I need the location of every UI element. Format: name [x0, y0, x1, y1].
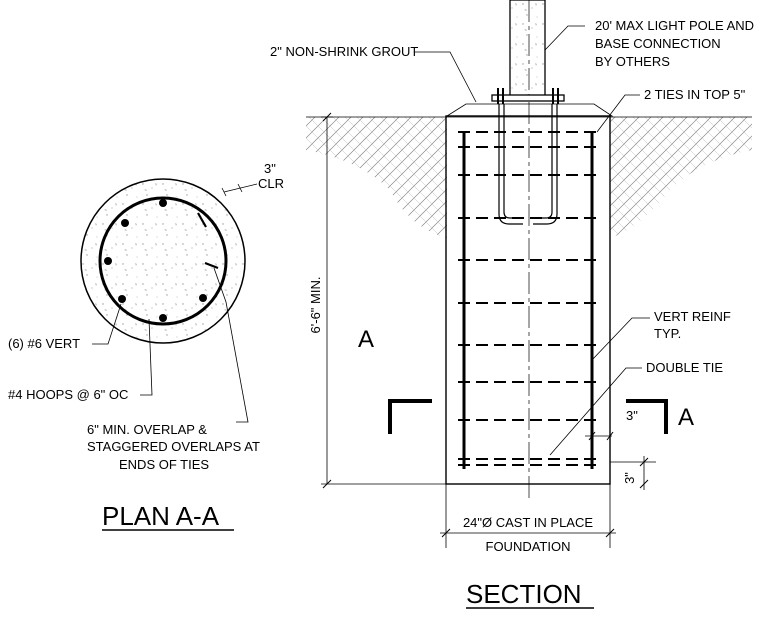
grout-mound: [445, 103, 614, 117]
bottom-cover-tick: [639, 479, 649, 489]
width-label-line2: FOUNDATION: [486, 539, 571, 554]
foundation-outline: [445, 115, 611, 485]
section-cut-label-center: A: [358, 326, 374, 353]
light-pole: [509, 0, 546, 97]
pole-label-line2: BASE CONNECTION: [595, 36, 721, 51]
clr-dim-line: [223, 183, 258, 193]
pole-label-line1: 20' MAX LIGHT POLE AND: [595, 18, 754, 33]
width-label-line1: 24"Ø CAST IN PLACE: [463, 515, 593, 530]
section-cut-left: [388, 399, 432, 434]
clr-dim-tick: [221, 187, 227, 197]
tie-group: [458, 131, 598, 466]
section-view: 2" NON-SHRINK GROUT 20' MAX LIGHT POLE A…: [270, 0, 754, 609]
pole-base-plate: [491, 94, 565, 102]
hoops-label: #4 HOOPS @ 6" OC: [8, 387, 128, 402]
vertical-bar: [104, 257, 112, 265]
grout-label: 2" NON-SHRINK GROUT: [270, 44, 418, 59]
top-ties-label: 2 TIES IN TOP 5": [644, 87, 746, 102]
plan-hoop: [98, 196, 228, 326]
soil-left: [306, 117, 447, 238]
vertical-bar: [199, 294, 207, 302]
pole-label-line3: BY OTHERS: [595, 54, 670, 69]
overlap-label-line1: 6" MIN. OVERLAP &: [87, 422, 207, 437]
bottom-cover-label: 3": [622, 472, 637, 484]
depth-dim-tick: [322, 112, 332, 122]
vertical-bar: [118, 295, 126, 303]
width-dim-tick: [605, 528, 615, 538]
vertical-bar: [159, 314, 167, 322]
bottom-cover-tick: [639, 457, 649, 467]
depth-dimension-label: 6'-6" MIN.: [308, 277, 323, 334]
section-title: SECTION: [466, 579, 582, 609]
top-ties-leader: [596, 94, 640, 133]
side-cover-tick: [588, 431, 596, 441]
section-cut-right: [626, 399, 668, 434]
soil-right: [610, 117, 752, 238]
double-tie-label: DOUBLE TIE: [646, 360, 723, 375]
vert-reinf-label-line2: TYP.: [654, 326, 681, 341]
vert-reinf-leader: [591, 317, 650, 361]
hoop-overlap-end: [204, 261, 219, 270]
pole-leader: [544, 25, 585, 51]
vert-reinf-label-line1: VERT REINF: [654, 309, 731, 324]
section-cut-label-right: A: [678, 404, 694, 431]
side-cover-tick: [606, 431, 614, 441]
plan-title: PLAN A-A: [102, 501, 220, 531]
side-cover-label: 3": [626, 408, 638, 423]
depth-dim-tick: [322, 479, 332, 489]
overlap-label-line2: STAGGERED OVERLAPS AT: [87, 439, 260, 454]
hoop-overlap-end: [197, 212, 207, 228]
clr-dimension-value: 3": [264, 161, 276, 176]
hoops-leader: [140, 318, 153, 396]
double-tie-leader: [549, 367, 642, 456]
overlap-leader: [213, 267, 249, 423]
clr-dimension-suffix: CLR: [258, 176, 284, 191]
vert-bars-label: (6) #6 VERT: [8, 336, 80, 351]
vertical-bar: [159, 199, 167, 207]
plan-view: 3" CLR (6) #6 VERT #4 HOOPS @ 6" OC 6" M…: [8, 161, 284, 531]
vert-bars-leader: [92, 303, 122, 345]
vertical-bar: [121, 219, 129, 227]
anchor-bolts: [497, 88, 559, 225]
grout-leader: [414, 51, 477, 103]
width-dim-tick: [441, 528, 451, 538]
plan-vertical-bars: [104, 199, 207, 322]
overlap-label-line3: ENDS OF TIES: [119, 457, 209, 472]
clr-dim-tick: [237, 183, 243, 193]
